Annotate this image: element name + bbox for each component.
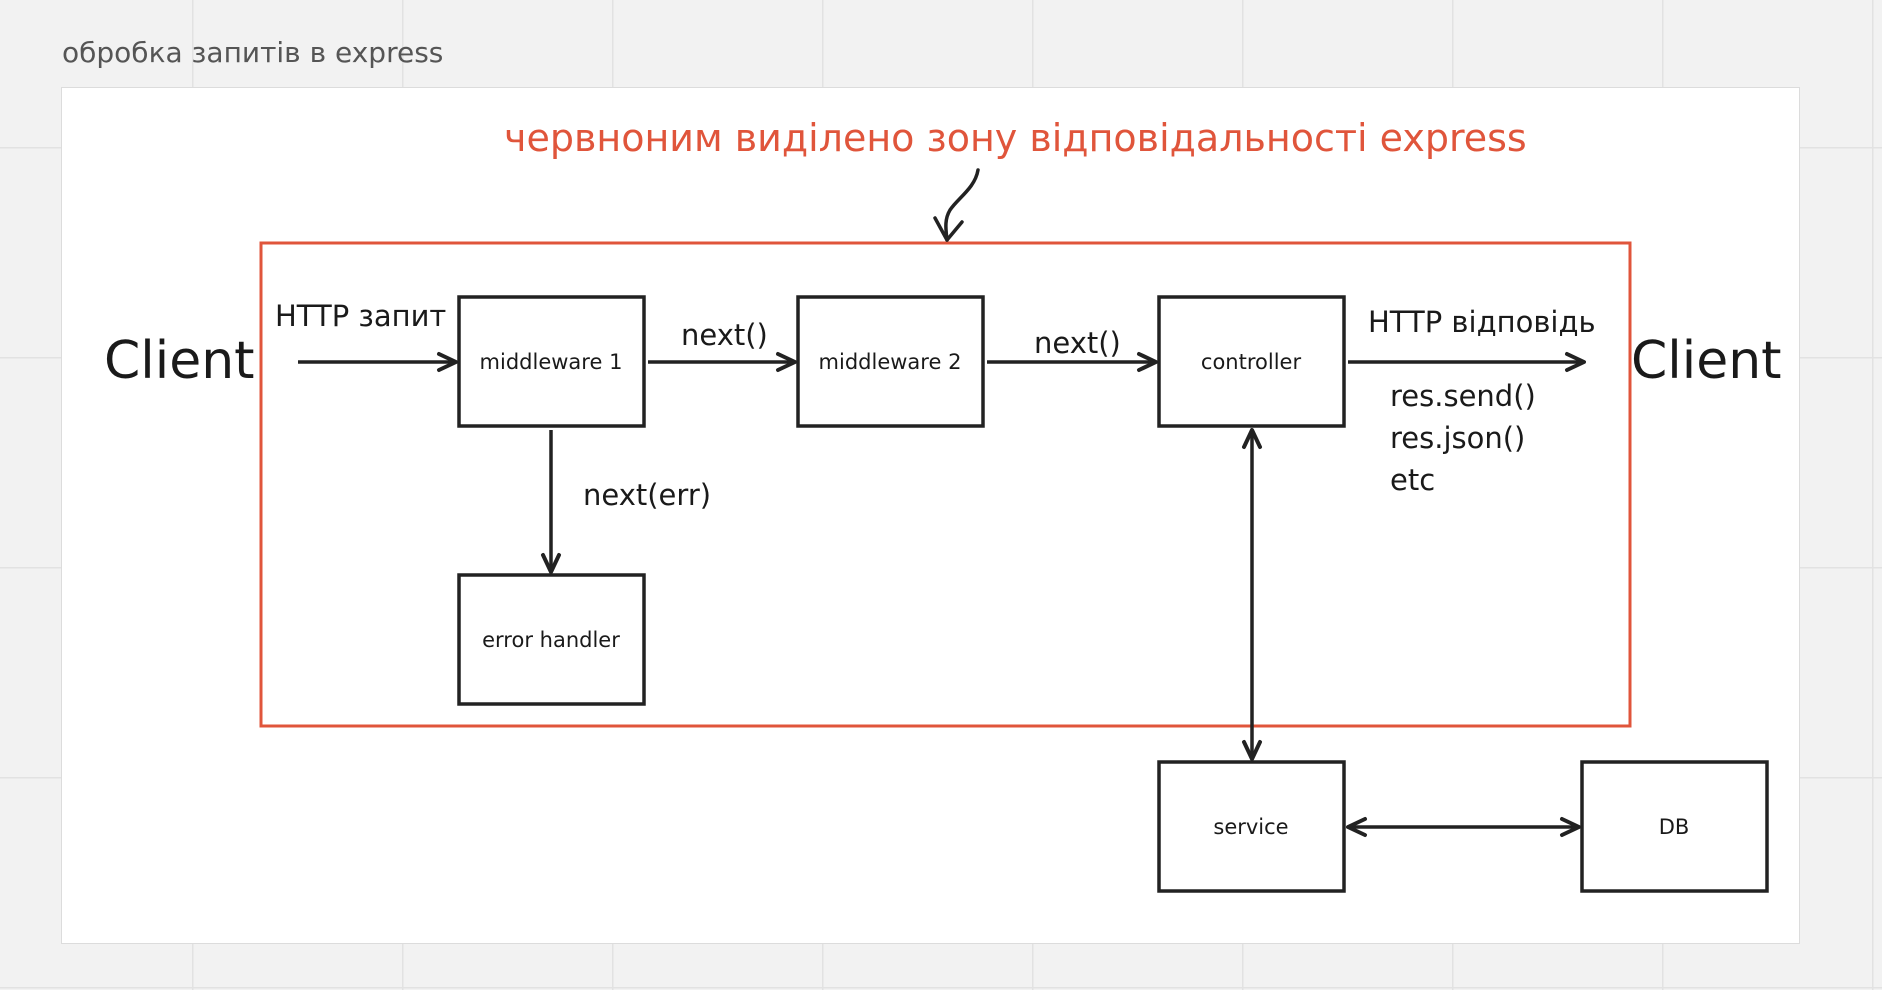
response-methods-list: res.send() res.json() etc (1390, 375, 1536, 501)
response-method-etc: etc (1390, 463, 1436, 497)
controller-label: controller (1201, 350, 1302, 374)
board-frame (61, 87, 1800, 944)
error-handler-node[interactable]: error handler (457, 573, 646, 706)
middleware-2-label: middleware 2 (819, 350, 962, 374)
client-left-label: Client (104, 331, 255, 391)
middleware-1-node[interactable]: middleware 1 (457, 295, 646, 428)
board-title: обробка запитів в express (62, 36, 444, 69)
http-request-label: HTTP запит (275, 299, 447, 333)
middleware-2-node[interactable]: middleware 2 (796, 295, 985, 428)
express-zone (259, 241, 1632, 728)
middleware-1-label: middleware 1 (480, 350, 623, 374)
next-err-label: next(err) (583, 478, 712, 512)
db-label: DB (1659, 815, 1690, 839)
service-label: service (1213, 815, 1288, 839)
note-pointer-arrow (944, 168, 980, 242)
controller-node[interactable]: controller (1157, 295, 1346, 428)
response-method-send: res.send() (1390, 379, 1536, 413)
next-1-label: next() (681, 318, 768, 352)
client-right-label: Client (1631, 331, 1782, 391)
db-node[interactable]: DB (1580, 760, 1769, 893)
next-2-label: next() (1034, 326, 1121, 360)
service-node[interactable]: service (1157, 760, 1346, 893)
response-method-json: res.json() (1390, 421, 1526, 455)
note-pointer-arrowhead (933, 216, 964, 242)
http-response-label: HTTP відповідь (1368, 305, 1596, 339)
express-zone-note: червноним виділено зону відповідальності… (504, 116, 1527, 160)
error-handler-label: error handler (482, 628, 620, 652)
